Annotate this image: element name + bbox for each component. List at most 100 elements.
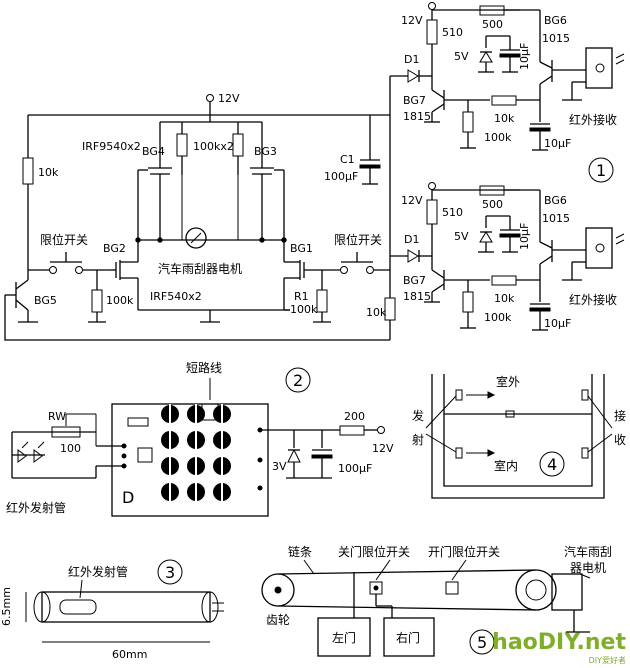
label-10uf-r1: 10μF bbox=[544, 137, 571, 150]
label-rw: RW bbox=[48, 410, 66, 423]
label-bg5: BG5 bbox=[34, 294, 57, 307]
label-motor-2: 器电机 bbox=[570, 561, 606, 575]
label-indoor: 室内 bbox=[494, 458, 518, 473]
label-right-door: 右门 bbox=[396, 630, 420, 645]
ir-led-2 bbox=[33, 449, 43, 463]
label-chain: 链条 bbox=[288, 544, 312, 559]
label-bg6-r1: BG6 bbox=[544, 14, 567, 27]
label-100k-a: 100k bbox=[106, 294, 134, 307]
resistor-200 bbox=[339, 425, 365, 436]
ir-led-1 bbox=[17, 449, 27, 463]
label-1815-r2: 1815 bbox=[403, 290, 431, 303]
label-bg4: BG4 bbox=[142, 145, 165, 158]
label-motor: 汽车雨刮器电机 bbox=[158, 261, 242, 276]
label-12v-fig2: 12V bbox=[372, 442, 394, 455]
label-10k-r1: 10k bbox=[494, 112, 515, 125]
label-ir-receive-1: 红外接收 bbox=[569, 112, 617, 127]
label-10uf-vert-r1: 10μF bbox=[518, 43, 531, 70]
motor-symbol bbox=[185, 227, 207, 249]
label-motor-1: 汽车雨刮 bbox=[564, 544, 612, 559]
label-5v-r2: 5V bbox=[454, 230, 469, 243]
label-limit-switch-left: 限位开关 bbox=[40, 232, 88, 247]
label-emit-1: 发 bbox=[412, 408, 424, 423]
label-10k-right: 10k bbox=[366, 306, 387, 319]
label-d1-r2: D1 bbox=[404, 233, 419, 246]
label-10k-left: 10k bbox=[38, 166, 59, 179]
marker-1: 1 bbox=[596, 161, 606, 180]
label-ir-emitter-fig2: 红外发射管 bbox=[6, 500, 66, 515]
label-12v-main: 12V bbox=[218, 92, 240, 105]
open-limit-switch bbox=[445, 581, 459, 595]
label-length: 60mm bbox=[112, 648, 147, 661]
label-3v: 3V bbox=[272, 460, 287, 473]
label-12v-r2: 12V bbox=[401, 194, 423, 207]
label-gear: 齿轮 bbox=[266, 613, 290, 627]
label-r1: R1 bbox=[294, 290, 309, 303]
board-dot-grid bbox=[161, 404, 231, 502]
label-limit-switch-right: 限位开关 bbox=[334, 232, 382, 247]
ir-receiver-circuit-1: 12V 510 D1 BG7 1815 100k 10k bbox=[401, 2, 625, 183]
label-10k-r2: 10k bbox=[494, 292, 515, 305]
marker-5: 5 bbox=[477, 633, 487, 652]
chip-letter: D bbox=[122, 488, 134, 507]
label-close-switch: 关门限位开关 bbox=[338, 544, 410, 559]
label-500-r2: 500 bbox=[482, 198, 503, 211]
label-emit-2: 射 bbox=[412, 432, 424, 447]
label-200: 200 bbox=[344, 410, 365, 423]
ir-emitter-circuit: 2 短路线 D RW 100 红外发 bbox=[6, 360, 394, 517]
label-500-r1: 500 bbox=[482, 18, 503, 31]
label-d1-r1: D1 bbox=[404, 53, 419, 66]
label-bg7-r2: BG7 bbox=[403, 274, 426, 287]
gear-right bbox=[515, 569, 557, 611]
marker-3: 3 bbox=[165, 563, 175, 582]
watermark-sub: DIY爱好者 bbox=[588, 656, 626, 665]
marker-4: 4 bbox=[547, 455, 557, 474]
watermark: haoDIY.net DIY爱好者 bbox=[492, 630, 626, 666]
board-pad-small bbox=[127, 417, 149, 427]
label-5v-r1: 5V bbox=[454, 50, 469, 63]
label-ir-receive-2: 红外接收 bbox=[569, 292, 617, 307]
potentiometer-rw bbox=[51, 426, 81, 438]
receiver-bottom bbox=[581, 447, 589, 459]
emitter-board bbox=[111, 403, 269, 517]
frame-outer bbox=[431, 374, 605, 499]
label-510-r1: 510 bbox=[442, 26, 463, 39]
ir-emitter-tube: 3 红外发射管 6.5mm 60mm bbox=[0, 559, 224, 661]
resistor-10k-left bbox=[22, 157, 34, 185]
label-510-r2: 510 bbox=[442, 206, 463, 219]
label-c1: C1 bbox=[340, 153, 355, 166]
frame-inner bbox=[443, 374, 593, 487]
motor-driver-circuit: 10k BG5 限位开关 100k BG2 bbox=[4, 75, 408, 341]
label-rw-value: 100 bbox=[60, 442, 81, 455]
label-100k-r1: 100k bbox=[484, 131, 512, 144]
zener-3v bbox=[287, 448, 301, 463]
right-door bbox=[383, 617, 435, 657]
door-sensor-layout: 室外 室内 发 射 接 收 4 bbox=[412, 374, 626, 499]
label-open-switch: 开门限位开关 bbox=[428, 544, 500, 559]
receiver-top bbox=[581, 389, 589, 401]
board-square bbox=[137, 447, 153, 463]
label-left-door: 左门 bbox=[332, 630, 356, 645]
label-10uf-vert-r2: 10μF bbox=[518, 223, 531, 250]
tube-body bbox=[41, 591, 211, 623]
watermark-brand: haoDIY.net bbox=[492, 630, 626, 655]
label-bg7-r1: BG7 bbox=[403, 94, 426, 107]
label-outdoor: 室外 bbox=[496, 374, 520, 389]
label-12v-r1: 12V bbox=[401, 14, 423, 27]
marker-2: 2 bbox=[293, 371, 303, 390]
label-ir-emitter-fig3: 红外发射管 bbox=[68, 564, 128, 579]
label-diameter: 6.5mm bbox=[0, 587, 13, 626]
label-bg6-r2: BG6 bbox=[544, 194, 567, 207]
label-recv-1: 接 bbox=[614, 408, 626, 423]
door-drive-mechanism: 链条 关门限位开关 开门限位开关 汽车雨刮 器电机 齿轮 左门 右门 5 bbox=[261, 544, 612, 657]
label-1015-r1: 1015 bbox=[542, 32, 570, 45]
label-100kx2: 100kx2 bbox=[193, 140, 234, 153]
label-bg1: BG1 bbox=[290, 242, 313, 255]
wiper-motor-box bbox=[551, 573, 583, 611]
label-1815-r1: 1815 bbox=[403, 110, 431, 123]
label-irf9540: IRF9540x2 bbox=[82, 140, 141, 153]
label-r1-value: 100k bbox=[290, 303, 318, 316]
label-1015-r2: 1015 bbox=[542, 212, 570, 225]
label-100uf-fig2: 100μF bbox=[338, 462, 372, 475]
